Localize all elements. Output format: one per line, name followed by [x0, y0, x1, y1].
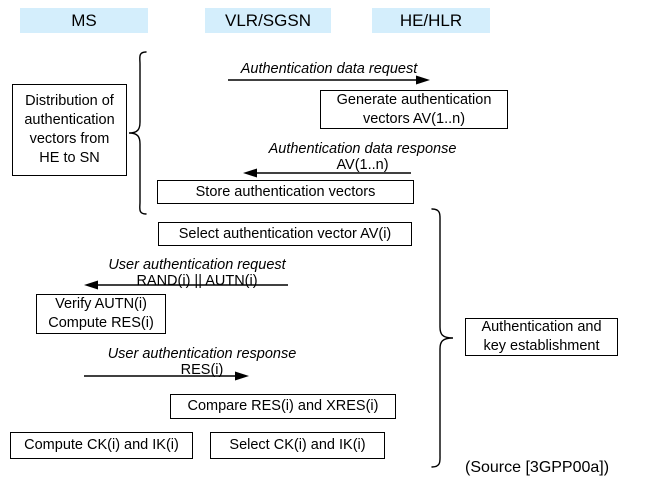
action-select-av-line-1: Select authentication vector AV(i): [178, 225, 392, 242]
message-sublabel-auth-data-response: AV(1..n): [240, 156, 485, 174]
action-select-keys-line-1: Select CK(i) and IK(i): [229, 437, 366, 453]
column-header-ms: MS: [20, 8, 148, 33]
message-user-auth-response-text: User authentication response: [107, 346, 297, 362]
column-header-vlr-sgsn: VLR/SGSN: [205, 8, 331, 33]
message-auth-data-response-text: Authentication data response: [268, 141, 457, 157]
message-label-auth-data-response: Authentication data response: [240, 140, 485, 158]
phase-distribution-line-2: authentication: [24, 112, 115, 128]
arrow-user-auth-request: [84, 280, 288, 290]
arrow-user-auth-response: [84, 371, 249, 381]
message-label-user-auth-response: User authentication response: [88, 345, 316, 363]
column-header-he-hlr: HE/HLR: [372, 8, 490, 33]
arrow-auth-data-request: [228, 75, 430, 85]
phase-box-auth-key-establishment: Authentication and key establishment: [465, 318, 618, 356]
message-user-auth-response-subtext: RES(i): [180, 362, 224, 378]
action-compute-keys-line-1: Compute CK(i) and IK(i): [24, 437, 179, 453]
action-box-verify-autn: Verify AUTN(i) Compute RES(i): [36, 294, 166, 334]
action-box-store-av: Store authentication vectors: [157, 180, 414, 204]
column-header-he-hlr-label: HE/HLR: [399, 11, 463, 30]
phase-box-distribution: Distribution of authentication vectors f…: [12, 84, 127, 176]
action-box-select-av: Select authentication vector AV(i): [158, 222, 412, 246]
message-user-auth-request-text: User authentication request: [108, 257, 286, 273]
phase-distribution-line-1: Distribution of: [25, 93, 114, 109]
action-generate-av-line-2: vectors AV(1..n): [362, 110, 466, 127]
action-verify-autn-line-2: Compute RES(i): [48, 315, 154, 331]
column-header-ms-label: MS: [71, 11, 97, 30]
action-store-av-line-1: Store authentication vectors: [195, 183, 376, 200]
action-box-compare-res: Compare RES(i) and XRES(i): [170, 394, 396, 419]
message-label-auth-data-request: Authentication data request: [228, 60, 430, 78]
action-box-compute-keys: Compute CK(i) and IK(i): [10, 432, 193, 459]
action-verify-autn-line-1: Verify AUTN(i): [55, 296, 147, 312]
action-box-generate-av: Generate authentication vectors AV(1..n): [320, 90, 508, 129]
message-auth-data-request-text: Authentication data request: [240, 61, 418, 77]
message-sublabel-user-auth-response: RES(i): [88, 361, 316, 379]
action-compare-res-line-1: Compare RES(i) and XRES(i): [187, 398, 379, 414]
source-note-text: (Source [3GPP00a]): [465, 459, 610, 476]
message-label-user-auth-request: User authentication request: [88, 256, 306, 274]
column-header-vlr-sgsn-label: VLR/SGSN: [225, 11, 311, 30]
phase-auth-key-line-2: key establishment: [483, 338, 600, 354]
message-auth-data-response-subtext: AV(1..n): [336, 157, 389, 173]
action-box-select-keys: Select CK(i) and IK(i): [210, 432, 385, 459]
source-note: (Source [3GPP00a]): [465, 458, 609, 478]
brace-distribution-phase: [128, 51, 147, 215]
phase-distribution-line-3: vectors from: [29, 131, 110, 147]
phase-auth-key-line-1: Authentication and: [481, 319, 602, 335]
brace-auth-key-establishment-phase: [431, 208, 454, 468]
arrow-auth-data-response: [243, 168, 411, 178]
action-generate-av-line-1: Generate authentication: [336, 91, 492, 108]
phase-distribution-line-4: HE to SN: [39, 150, 100, 166]
